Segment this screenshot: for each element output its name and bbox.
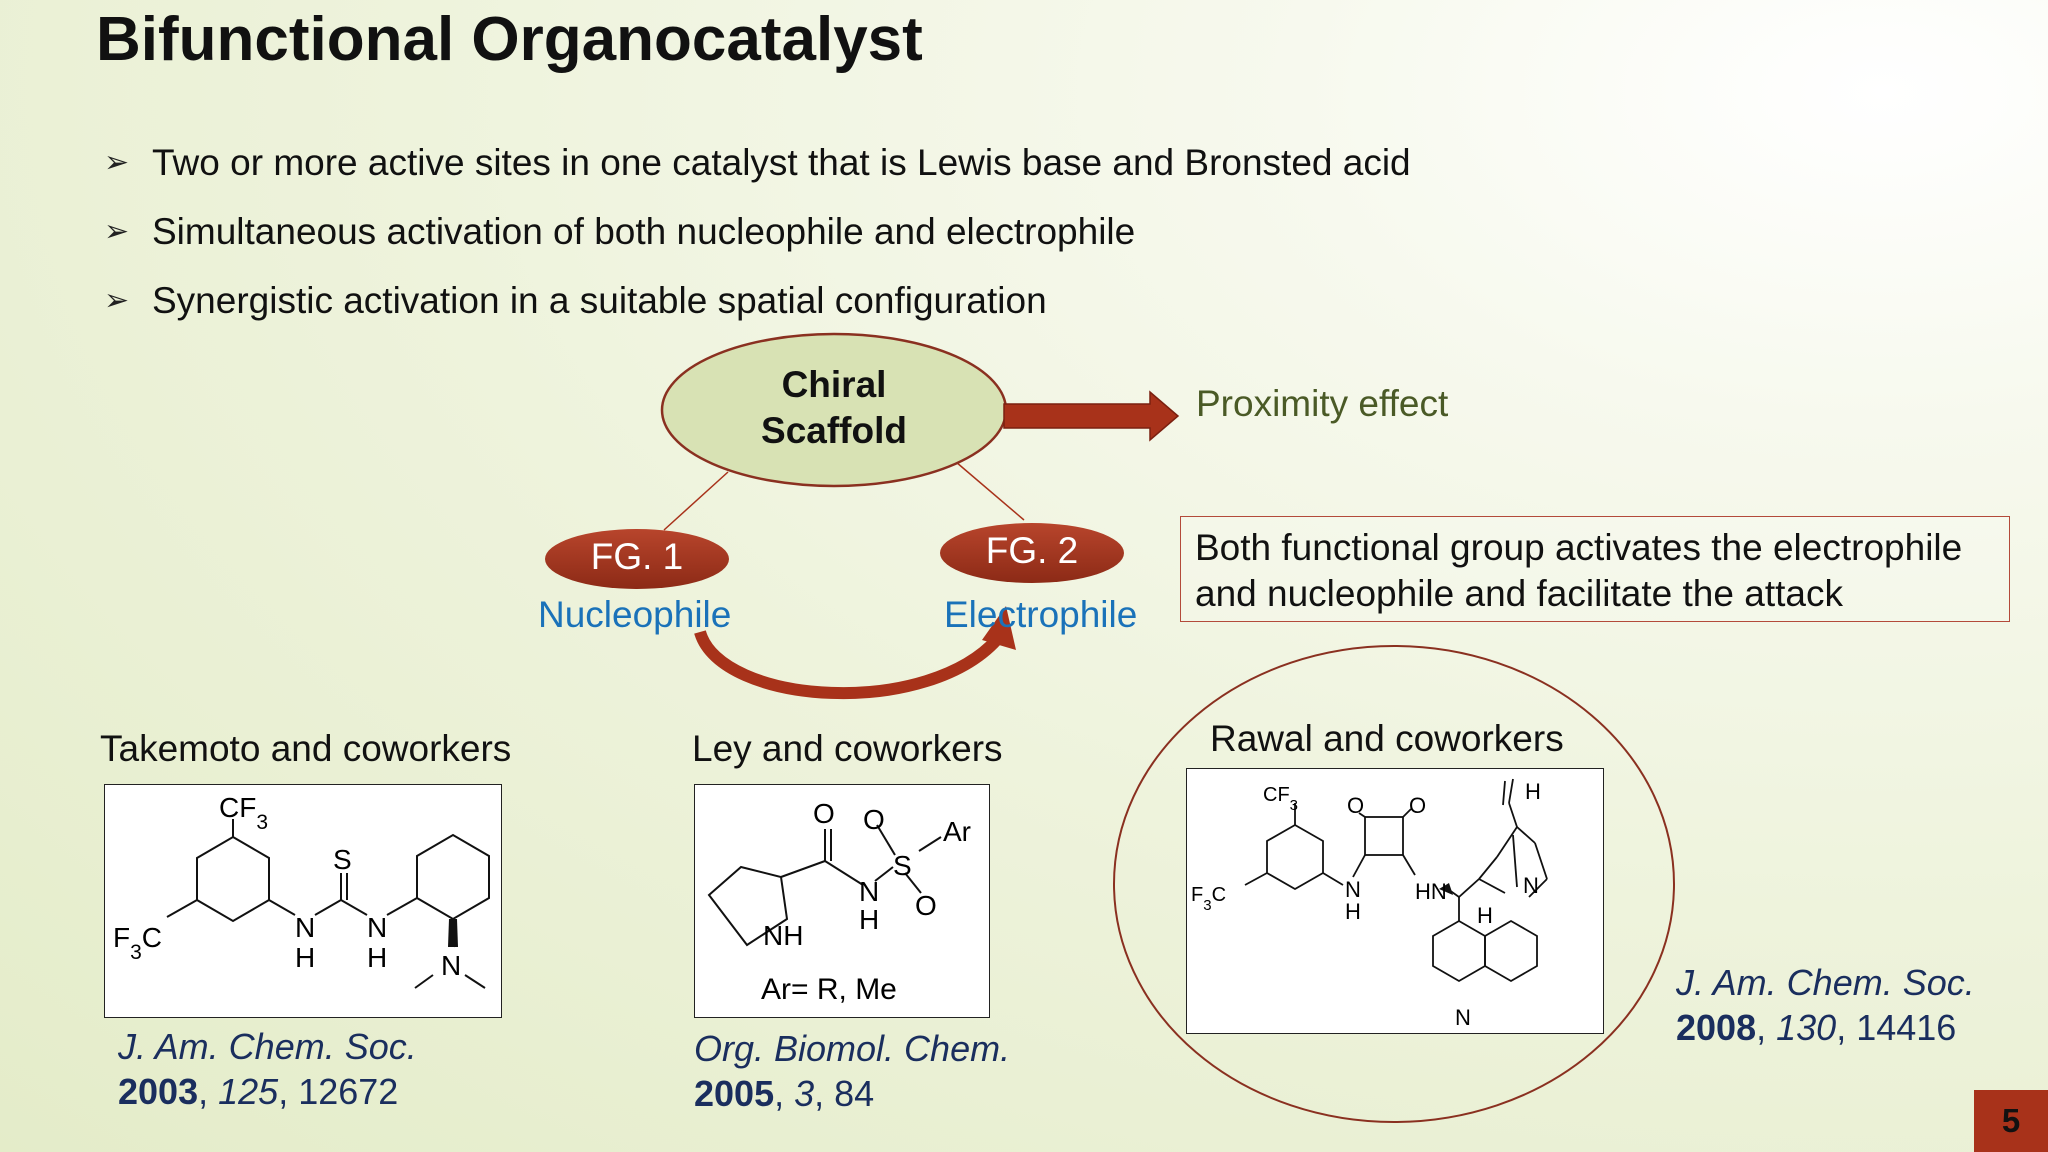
electrophile-label: Electrophile [944, 594, 1138, 635]
rawal-cf3-label: CF3 [1263, 784, 1298, 814]
fg2-label: FG. 2 [985, 530, 1079, 571]
sulfur-label: S [893, 850, 912, 881]
scaffold-label-line1: Chiral [781, 364, 887, 405]
arrow-bullet-icon: ➢ [104, 284, 130, 317]
takemoto-structure-box: CF3 F3C S N H N H N [104, 784, 502, 1018]
ref-volume: 3 [794, 1073, 815, 1114]
scaffold-label-line2: Scaffold [761, 410, 907, 451]
squaramide-o-label-2: O [1409, 793, 1426, 818]
amide-h-label: H [859, 904, 879, 935]
ref-pages: 14416 [1856, 1007, 1957, 1048]
ley-reference: Org. Biomol. Chem. 2005, 3, 84 [694, 1028, 1011, 1114]
ley-label: Ley and coworkers [692, 728, 1003, 769]
ref-journal: J. Am. Chem. Soc. [1676, 962, 1975, 1003]
f3c-label: F3C [113, 922, 162, 964]
takemoto-thiourea-structure-icon: CF3 F3C S N H N H N [113, 792, 490, 989]
curved-attack-arrow [694, 629, 1005, 699]
page-number-badge: 5 [1974, 1090, 2048, 1152]
arrow-bullet-icon: ➢ [104, 146, 130, 179]
fg1-pill [545, 529, 729, 589]
bullet-text: Two or more active sites in one catalyst… [152, 141, 1411, 183]
curved-arrow-head-icon [982, 606, 1016, 650]
ref-journal: J. Am. Chem. Soc. [118, 1026, 417, 1067]
rawal-label: Rawal and coworkers [1210, 718, 1564, 759]
bridge-h-label: H [1477, 903, 1493, 928]
rawal-squaramide-structure-icon: CF3 F3C O O N H HN N H H N [1191, 778, 1548, 1030]
nucleophile-label: Nucleophile [538, 594, 732, 635]
ref-pages: 84 [834, 1073, 875, 1114]
arrow-bullet-icon: ➢ [104, 215, 130, 248]
ref-year: 2003 [118, 1071, 199, 1112]
cf3-label: CF3 [219, 792, 268, 834]
sulfonyl-o-label-1: O [863, 804, 885, 835]
squaramide-o-label-1: O [1347, 793, 1364, 818]
carbonyl-o-label: O [813, 798, 835, 829]
thio-s-label: S [333, 844, 352, 875]
rawal-circle [1113, 645, 1675, 1123]
quinuclidine-n-label: N [1523, 873, 1539, 898]
connector-line-fg1 [663, 471, 729, 531]
ref-year: 2005 [694, 1073, 775, 1114]
slide-title: Bifunctional Organocatalyst [96, 5, 923, 74]
bullet-list: ➢ Two or more active sites in one cataly… [104, 128, 1411, 335]
bullet-text: Synergistic activation in a suitable spa… [152, 279, 1047, 321]
bullet-item: ➢ Synergistic activation in a suitable s… [104, 266, 1411, 335]
amide-n-label: N [859, 876, 879, 907]
rawal-n-label: N [1345, 877, 1361, 902]
rawal-hn-label: HN [1415, 879, 1447, 904]
ref-pages: 12672 [298, 1071, 399, 1112]
ley-sulfonamide-structure-icon: O O Ar S N H O NH Ar= R, Me [707, 798, 971, 1006]
ref-volume: 130 [1776, 1007, 1837, 1048]
nh-label-1: N [295, 912, 315, 943]
scaffold-label: Chiral Scaffold [662, 362, 1006, 454]
explanation-box: Both functional group activates the elec… [1180, 516, 2010, 622]
fg1-label: FG. 1 [590, 536, 684, 577]
h-label-2: H [367, 942, 387, 973]
rawal-reference: J. Am. Chem. Soc. 2008, 130, 14416 [1676, 962, 1975, 1048]
rawal-structure-box: CF3 F3C O O N H HN N H H N [1186, 768, 1604, 1034]
ref-year: 2008 [1676, 1007, 1757, 1048]
bullet-item: ➢ Two or more active sites in one cataly… [104, 128, 1411, 197]
ref-journal: Org. Biomol. Chem. [694, 1028, 1011, 1069]
sulfonyl-o-label-2: O [915, 890, 937, 921]
bullet-item: ➢ Simultaneous activation of both nucleo… [104, 197, 1411, 266]
h-label-1: H [295, 942, 315, 973]
ley-structure-box: O O Ar S N H O NH Ar= R, Me [694, 784, 990, 1018]
ar-definition: Ar= R, Me [761, 973, 897, 1006]
proximity-effect-label: Proximity effect [1196, 383, 1449, 424]
dimethylamino-n-label: N [441, 950, 461, 981]
rawal-f3c-label: F3C [1191, 884, 1226, 914]
bullet-text: Simultaneous activation of both nucleoph… [152, 210, 1136, 252]
vinyl-h-label: H [1525, 779, 1541, 804]
ar-label: Ar [943, 816, 971, 847]
proximity-arrow-icon [1003, 390, 1180, 442]
quinoline-n-label: N [1455, 1005, 1471, 1030]
ref-volume: 125 [218, 1071, 279, 1112]
takemoto-label: Takemoto and coworkers [100, 728, 512, 769]
connector-line-fg2 [955, 461, 1025, 521]
rawal-h-label: H [1345, 899, 1361, 924]
nh-label-2: N [367, 912, 387, 943]
pyrrolidine-nh-label: NH [763, 920, 803, 951]
takemoto-reference: J. Am. Chem. Soc. 2003, 125, 12672 [118, 1026, 417, 1112]
fg2-pill [940, 523, 1124, 583]
